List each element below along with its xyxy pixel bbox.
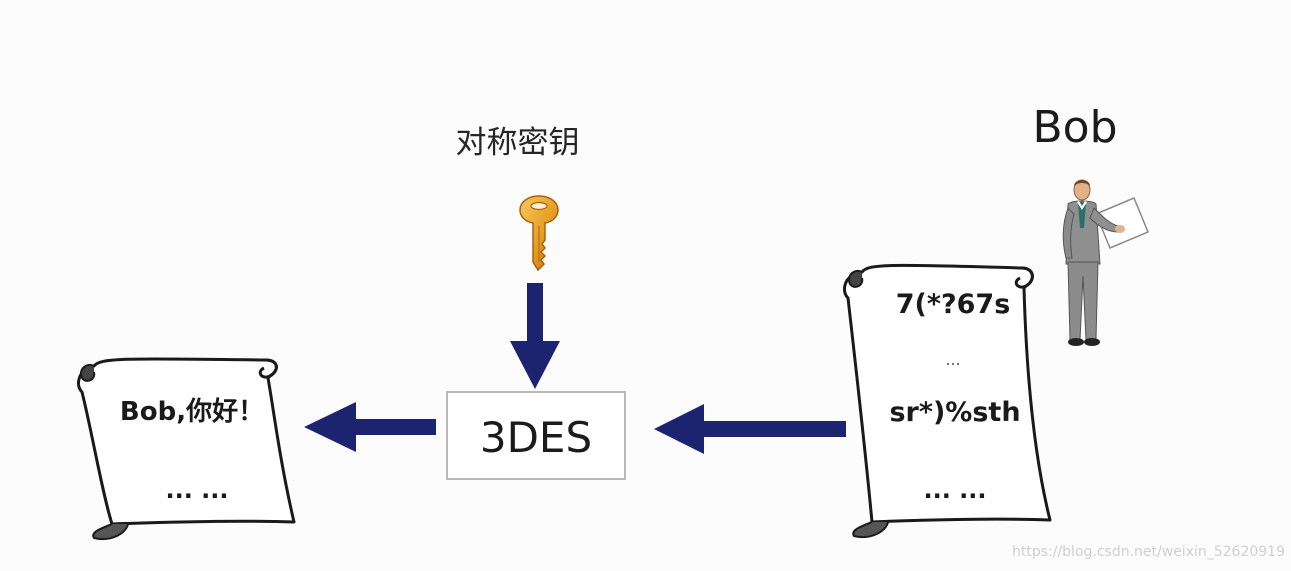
watermark-url: https://blog.csdn.net/weixin_52620919	[1011, 544, 1285, 560]
cipher-label: 3DES	[479, 413, 593, 462]
receiver-name: Bob	[1032, 102, 1118, 153]
businessman-icon	[1062, 179, 1149, 346]
plaintext-line-2: ... ...	[165, 476, 229, 504]
ciphertext-line-4: ... ...	[923, 476, 987, 504]
ciphertext-to-cipher-arrow	[654, 404, 846, 454]
ciphertext-line-1: 7(*?67s	[895, 289, 1011, 320]
cipher-box: 3DES	[446, 391, 626, 480]
ciphertext-scroll-icon	[843, 263, 1052, 538]
cipher-to-plaintext-arrow	[304, 402, 436, 452]
ciphertext-line-3: sr*)%sth	[889, 397, 1021, 428]
plaintext-line-1: Bob,你好！	[119, 397, 265, 427]
symmetric-key-label: 对称密钥	[455, 125, 580, 161]
key-to-cipher-arrow	[510, 283, 560, 389]
plaintext-scroll-icon	[77, 357, 296, 540]
key-icon	[519, 195, 559, 272]
ciphertext-line-2: ...	[945, 350, 961, 369]
